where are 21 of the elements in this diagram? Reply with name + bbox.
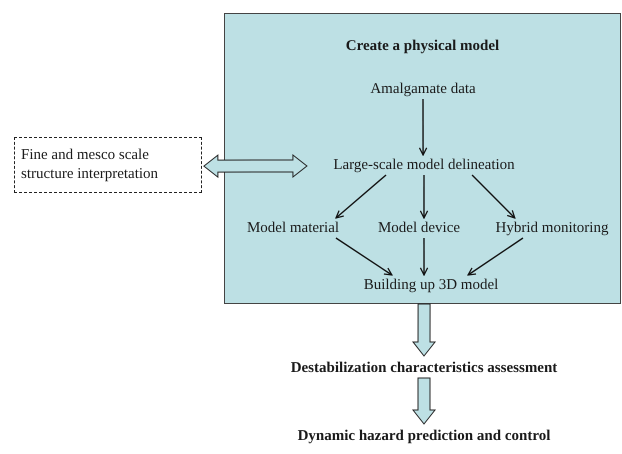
panel-heading: Create a physical model <box>344 38 500 55</box>
arrow <box>418 99 428 156</box>
step-text: Large-scale model delineation <box>309 155 539 175</box>
double-block-arrow <box>203 154 308 178</box>
arrow <box>335 174 386 219</box>
step-text: Model device <box>367 218 471 238</box>
step-text: Destabilization characteristics assessment <box>239 358 609 378</box>
arrow <box>472 174 516 219</box>
step-text: Model material <box>234 218 352 238</box>
step-text: Building up 3D model <box>346 275 516 295</box>
step-text: Amalgamate data <box>363 79 483 99</box>
arrow <box>420 175 428 219</box>
step-text: Dynamic hazard prediction and control <box>264 426 584 446</box>
block-arrow <box>412 378 436 425</box>
step-text: Hybrid monitoring <box>490 218 614 238</box>
process-panel <box>224 13 621 304</box>
arrow <box>336 237 393 276</box>
block-arrow <box>412 303 436 357</box>
note-box: Fine and mesco scale structure interpretation <box>14 137 202 193</box>
arrow <box>467 237 524 276</box>
arrow <box>420 238 428 276</box>
